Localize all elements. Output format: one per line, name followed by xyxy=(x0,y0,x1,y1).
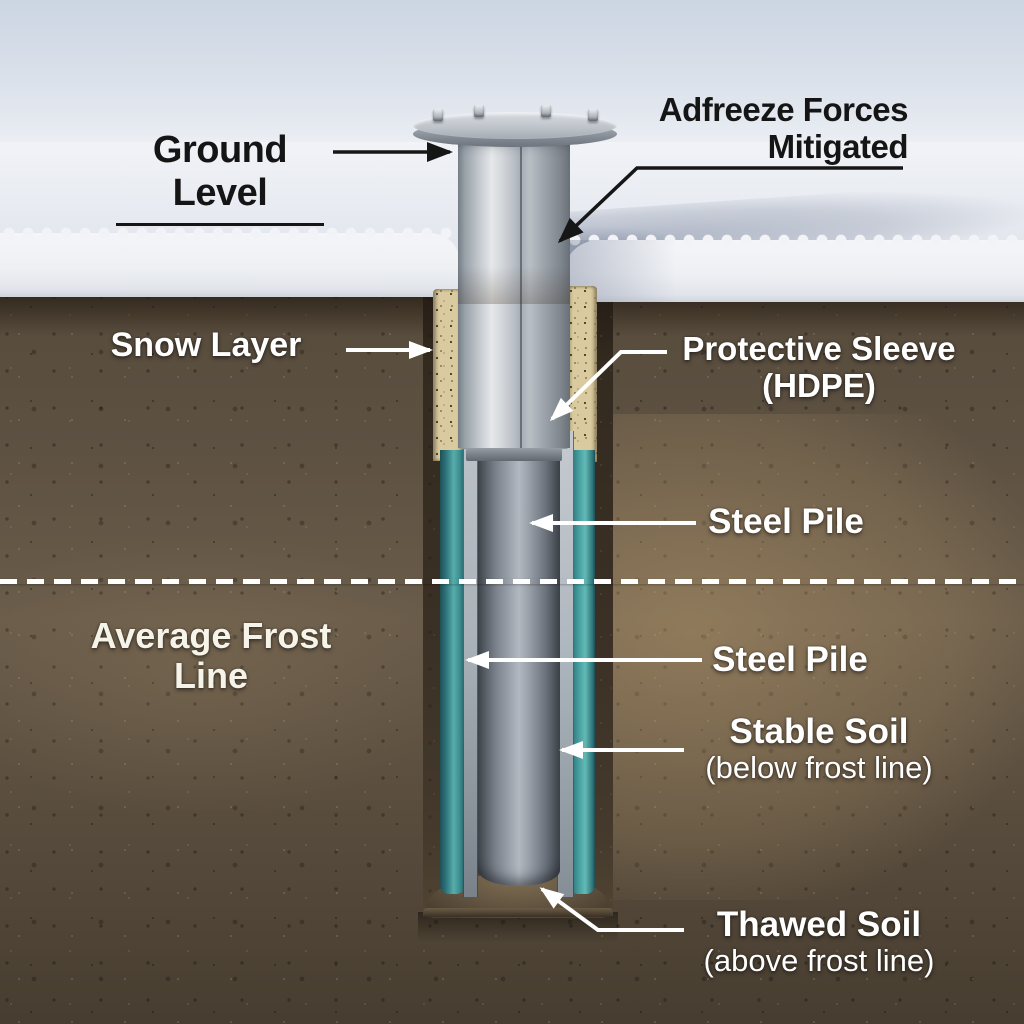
snow-layer-cut-left xyxy=(0,225,459,297)
soil-light-patch-left xyxy=(0,540,440,810)
pile-cap-flange-top xyxy=(413,112,617,139)
flange-bolt xyxy=(433,109,443,121)
thawed-soil-line2: (above frost line) xyxy=(703,943,935,979)
thawed-soil-label: Thawed Soil (above frost line) xyxy=(676,905,962,979)
steel-pile-upper-casing xyxy=(458,138,570,448)
average-frost-line-label: Average Frost Line xyxy=(90,615,332,697)
sleeve-fill-left xyxy=(440,450,465,894)
snow-layer-cut-right xyxy=(566,232,1024,302)
steel-pile-lower-section xyxy=(478,452,560,886)
stable-soil-line1: Stable Soil xyxy=(729,712,909,751)
stable-soil-line2: (below frost line) xyxy=(705,750,933,786)
pit-floor-ridge xyxy=(423,908,613,917)
hdpe-sleeve-wall-left xyxy=(463,433,478,897)
casing-dirt-smudge xyxy=(458,266,570,304)
steel-pile-upper-label: Steel Pile xyxy=(708,502,864,541)
flange-bolt xyxy=(588,109,598,121)
adfreeze-line2: Mitigated xyxy=(767,127,909,165)
thawed-soil-line1: Thawed Soil xyxy=(716,905,922,944)
ground-level-label: Ground Level xyxy=(116,129,324,227)
snow-layer-label: Snow Layer xyxy=(110,326,302,364)
protective-sleeve-line1: Protective Sleeve xyxy=(682,330,956,367)
protective-sleeve-line2: (HDPE) xyxy=(762,366,876,404)
flange-bolt xyxy=(541,105,551,117)
flange-bolt xyxy=(474,105,484,117)
adfreeze-line1: Adfreeze Forces xyxy=(658,91,909,128)
protective-sleeve-label: Protective Sleeve (HDPE) xyxy=(676,330,962,405)
soil-light-patch-right xyxy=(596,414,1024,900)
stable-soil-label: Stable Soil (below frost line) xyxy=(676,712,962,786)
frost-line-dashed xyxy=(0,579,1024,584)
adfreeze-forces-label: Adfreeze Forces Mitigated xyxy=(628,91,909,166)
steel-pile-lower-label: Steel Pile xyxy=(712,640,868,679)
pile-collar-lower xyxy=(466,447,562,461)
